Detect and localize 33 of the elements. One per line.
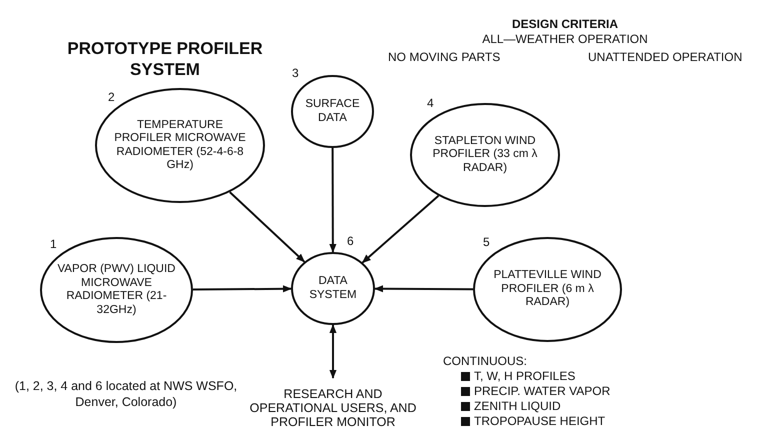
note-text: UNATTENDED OPERATION — [588, 50, 742, 64]
ellipse-node — [95, 88, 265, 203]
node-label: SURFACE DATA — [304, 98, 361, 125]
node-number: 4 — [427, 96, 434, 110]
arrow — [329, 324, 337, 379]
ellipse-node — [473, 237, 622, 342]
note-text: ALL—WEATHER OPERATION — [481, 32, 649, 46]
node-number: 6 — [347, 234, 354, 248]
arrow — [362, 195, 440, 264]
arrow — [329, 148, 336, 253]
ellipse-node — [40, 237, 193, 343]
arrow — [374, 285, 473, 292]
list-item: ZENITH LIQUID — [474, 399, 561, 413]
node-number: 5 — [483, 235, 490, 249]
note-text: CONTINUOUS: — [443, 354, 527, 368]
output-label: RESEARCH AND OPERATIONAL USERS, AND PROFILER MONITOR — [248, 387, 418, 429]
list-item: TROPOPAUSE HEIGHT — [474, 414, 606, 428]
node-label: VAPOR (PWV) LIQUID MICROWAVE RADIOMETER (21-32GHz) — [56, 263, 176, 317]
list-item: T, W, H PROFILES — [474, 369, 576, 383]
diagram-title: PROTOTYPE PROFILER SYSTEM — [66, 38, 264, 80]
arrow — [229, 191, 306, 263]
note-text: NO MOVING PARTS — [388, 50, 500, 64]
arrow — [193, 285, 292, 292]
node-label: STAPLETON WIND PROFILER (33 cm λ RADAR) — [432, 134, 538, 176]
node-number: 3 — [292, 66, 299, 80]
node-label: DATA SYSTEM — [308, 275, 358, 302]
node-number: 1 — [50, 237, 57, 251]
node-label: TEMPERATURE PROFILER MICROWAVE RADIOMETER (52-4-6-8 GHz) — [114, 118, 246, 172]
note-text: (1, 2, 3, 4 and 6 located at NWS WSFO, Denver, Colorado) — [14, 378, 238, 410]
section-heading: DESIGN CRITERIA — [510, 17, 619, 31]
node-number: 2 — [108, 90, 115, 104]
list-item: PRECIP. WATER VAPOR — [474, 384, 610, 398]
node-label: PLATTEVILLE WIND PROFILER (6 m λ RADAR) — [492, 269, 602, 310]
